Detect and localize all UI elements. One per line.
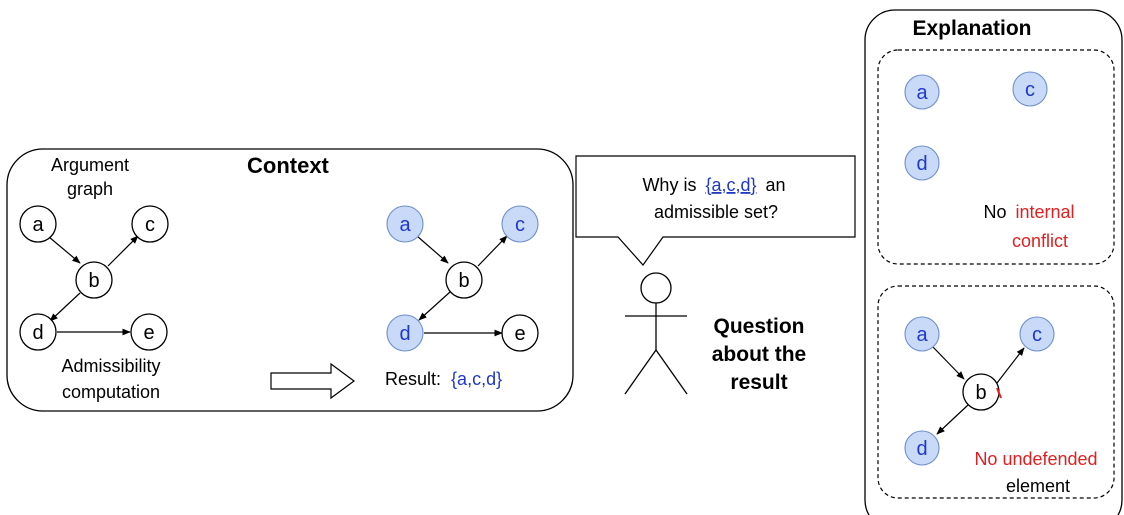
exp2-edge-b-d [936,404,969,435]
user-caption-line1: Question [713,315,804,338]
computation-label-line1: Admissibility [61,356,160,376]
argument-graph-label-line1: Argument [51,155,129,175]
result-label: Result: {a,c,d} [385,369,502,389]
result-node-d [386,314,424,352]
argument-graph: a c b d e [19,205,169,351]
edge-b-c [107,235,139,267]
undefended-line2: element [1006,476,1070,496]
explanation-panel-undefended [877,285,1115,499]
result-node-b [445,261,483,299]
node-d-label: d [32,322,43,344]
internal-conflict-red: internal [1015,202,1074,222]
explanation-panel: Explanation a c d No internal conflict a… [864,9,1123,515]
exp2-node-a-label: a [916,324,928,346]
exp2-node-a [904,316,940,352]
context-panel: Context Argument graph a c b d e Admissi… [6,148,574,412]
exp1-node-a-label: a [916,82,928,104]
exp2-node-d-label: d [916,438,927,460]
result-node-b-label: b [458,270,469,292]
exp1-node-c-label: c [1025,79,1035,101]
result-node-a-label: a [399,214,411,236]
result-node-d-label: d [399,323,410,345]
result-edge-b-c [477,235,508,267]
explanation-title: Explanation [912,17,1031,40]
result-node-a [386,205,424,243]
result-node-c [501,205,539,243]
computation-label-line2: computation [62,382,160,402]
exp2-node-c-label: c [1032,324,1042,346]
question-suffix: an [766,175,786,195]
node-a-label: a [32,214,44,236]
exp2-node-c [1019,316,1055,352]
node-c-label: c [145,214,155,236]
edge-b-d [49,292,81,322]
edge-a-b [48,236,81,264]
node-e-label: e [143,322,154,344]
exp2-undefended-mark [996,387,1002,399]
user-stick-figure-icon [624,272,688,395]
internal-conflict-prefix: No [983,202,1006,222]
exp2-node-b-label: b [975,382,986,404]
exp1-node-c [1012,71,1048,107]
question-line1: Why is {a,c,d} an [642,175,785,195]
argument-graph-label-line2: graph [67,179,113,199]
internal-conflict-line1: No internal [983,202,1074,222]
exp1-node-d-label: d [916,153,927,175]
exp2-edge-b-c [996,347,1025,384]
result-prefix: Result: [385,369,441,389]
explanation-frame [864,9,1123,515]
node-e [130,313,168,351]
node-b-label: b [88,270,99,292]
question-line2: admissible set? [654,202,778,222]
node-c [131,205,169,243]
result-node-e-label: e [514,323,525,345]
question-prefix: Why is [642,175,696,195]
exp1-node-d [904,145,940,181]
undefended-line1: No undefended [974,449,1097,469]
context-title: Context [247,153,330,178]
speech-bubble-outline [575,155,856,266]
node-a [19,205,57,243]
user-caption-line2: about the [712,343,807,366]
result-edge-a-b [416,235,449,264]
node-d [19,313,57,351]
speech-bubble: Why is {a,c,d} an admissible set? [575,155,856,266]
result-edge-b-d [418,291,451,321]
user-caption-line3: result [730,371,787,394]
transform-arrow-icon [270,362,356,400]
result-node-e [501,314,539,352]
explanation-panel-internal-conflict [877,49,1115,265]
question-set-link[interactable]: {a,c,d} [705,175,756,195]
exp2-edge-a-b [931,345,965,380]
result-graph: a c b d e [386,205,539,352]
result-set: {a,c,d} [451,369,502,389]
exp1-node-a [904,74,940,110]
exp2-node-d [904,430,940,466]
node-b [75,261,113,299]
result-node-c-label: c [515,214,525,236]
internal-conflict-line2: conflict [1012,231,1068,251]
